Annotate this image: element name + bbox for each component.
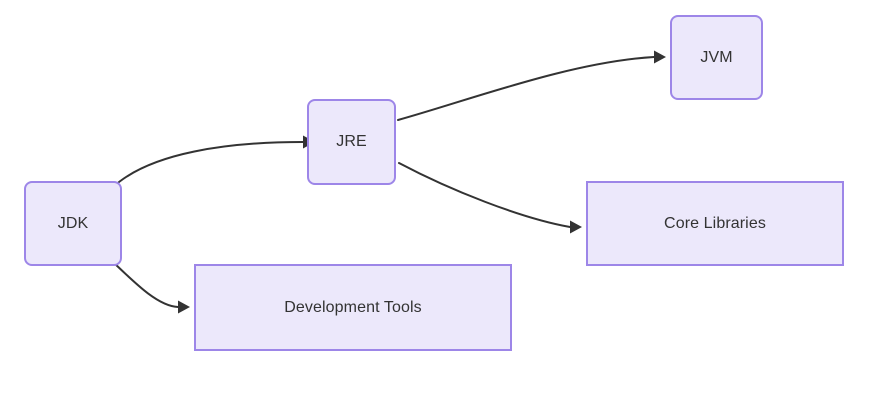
edge-path-jdk-to-jre [111, 141, 304, 189]
edge-jre-to-core-libraries [398, 162, 582, 234]
arrow-head-jre-to-jvm [654, 50, 666, 64]
node-development-tools-label: Development Tools [284, 298, 422, 316]
arrow-head-jre-to-core-libraries [570, 220, 582, 234]
edge-path-jre-to-jvm [397, 56, 655, 121]
node-core-libraries[interactable]: Core Libraries [586, 181, 844, 266]
edge-path-jre-to-core-libraries [398, 162, 571, 228]
edge-jdk-to-development-tools [112, 261, 190, 314]
node-jvm-label: JVM [700, 48, 733, 66]
node-development-tools[interactable]: Development Tools [194, 264, 512, 351]
node-jdk-label: JDK [57, 214, 89, 232]
arrow-head-jdk-to-development-tools [178, 300, 190, 314]
node-jre[interactable]: JRE [307, 99, 396, 185]
node-jre-label: JRE [336, 133, 367, 151]
node-core-libraries-label: Core Libraries [664, 214, 766, 232]
edge-path-jdk-to-development-tools [112, 261, 179, 308]
edge-jdk-to-jre [111, 135, 315, 189]
node-jdk[interactable]: JDK [24, 181, 122, 266]
edge-jre-to-jvm [397, 50, 666, 121]
node-jvm[interactable]: JVM [670, 15, 763, 100]
